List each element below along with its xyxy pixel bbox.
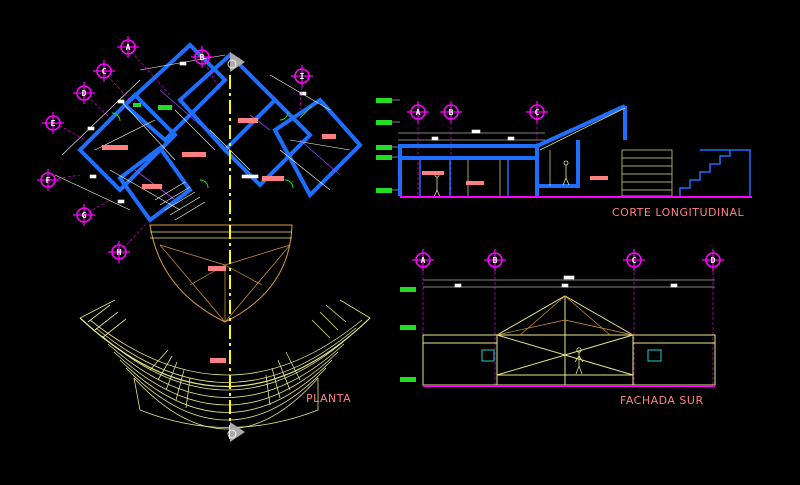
elevation-human-figure [574,347,584,375]
door-swings [111,105,313,189]
grid-axis-bubble: C [623,249,645,271]
elevation-level-markers [400,287,416,382]
section-cut-top [227,52,245,72]
grid-axis-bubble: A [412,249,434,271]
grid-axis-bubble: I [291,65,313,87]
grid-axis-bubble: A [407,101,429,123]
grid-axis-label: A [421,256,426,265]
grid-axis-label: C [102,67,107,76]
grid-axis-label: B [449,108,454,117]
grid-axis-label: B [493,256,498,265]
elevation-grid-bubbles: A B C D [412,249,724,271]
grid-axis-bubble: G [73,204,95,226]
section-title: CORTE LONGITUDINAL [612,206,744,219]
room-tags [102,103,336,363]
grid-axis-bubble: B [440,101,462,123]
grid-axis-bubble: B [484,249,506,271]
grid-axis-bubble: E [42,112,64,134]
amphitheater-seating [79,299,371,430]
elevation-roof-lines [496,295,634,336]
plan-title: PLANTA [306,392,351,405]
elevation-outline [422,295,716,386]
section-human-figures [433,160,570,198]
building-blocks [77,42,363,223]
section-yellow-lines [467,107,673,197]
grid-axis-label: A [416,108,421,117]
elevation-dimensions [423,275,715,288]
elevation-window-right [647,349,662,362]
section-blue-details [419,149,751,196]
section-walls [398,104,627,196]
grid-axis-label: F [46,176,51,185]
elevation-view [400,272,716,387]
plan-stairs [154,181,206,221]
section-grid-bubbles: A B C [407,101,548,123]
section-view [376,98,752,198]
grid-axis-bubble: B [191,46,213,68]
grid-axis-bubble: F [37,169,59,191]
section-cut-bottom [227,422,245,442]
grid-axis-label: B [200,53,205,62]
grid-axis-bubble: A [117,36,139,58]
grid-axis-bubble: C [93,60,115,82]
stage-bowl [149,224,293,323]
section-dimensions [398,129,545,141]
plan-view [47,42,371,442]
section-room-tags [422,171,608,185]
grid-axis-label: C [632,256,637,265]
grid-axis-label: A [126,43,131,52]
grid-axis-bubble: D [73,82,95,104]
elevation-title: FACHADA SUR [620,394,704,407]
grid-axis-label: C [535,108,540,117]
elevation-window-left [481,349,495,362]
grid-axis-bubble: D [702,249,724,271]
grid-axis-label: D [82,89,87,98]
grid-axis-label: H [117,248,122,257]
grid-axis-bubble: C [526,101,548,123]
grid-axis-label: E [51,119,56,128]
grid-axis-bubble: H [108,241,130,263]
section-level-markers [376,98,392,193]
grid-axis-label: D [711,256,716,265]
grid-axis-label: G [82,211,87,220]
elevation-axis-leaders [422,272,714,385]
plan-grid-bubbles: A B C D E F G H I [37,36,313,263]
grid-axis-label: I [300,72,305,81]
